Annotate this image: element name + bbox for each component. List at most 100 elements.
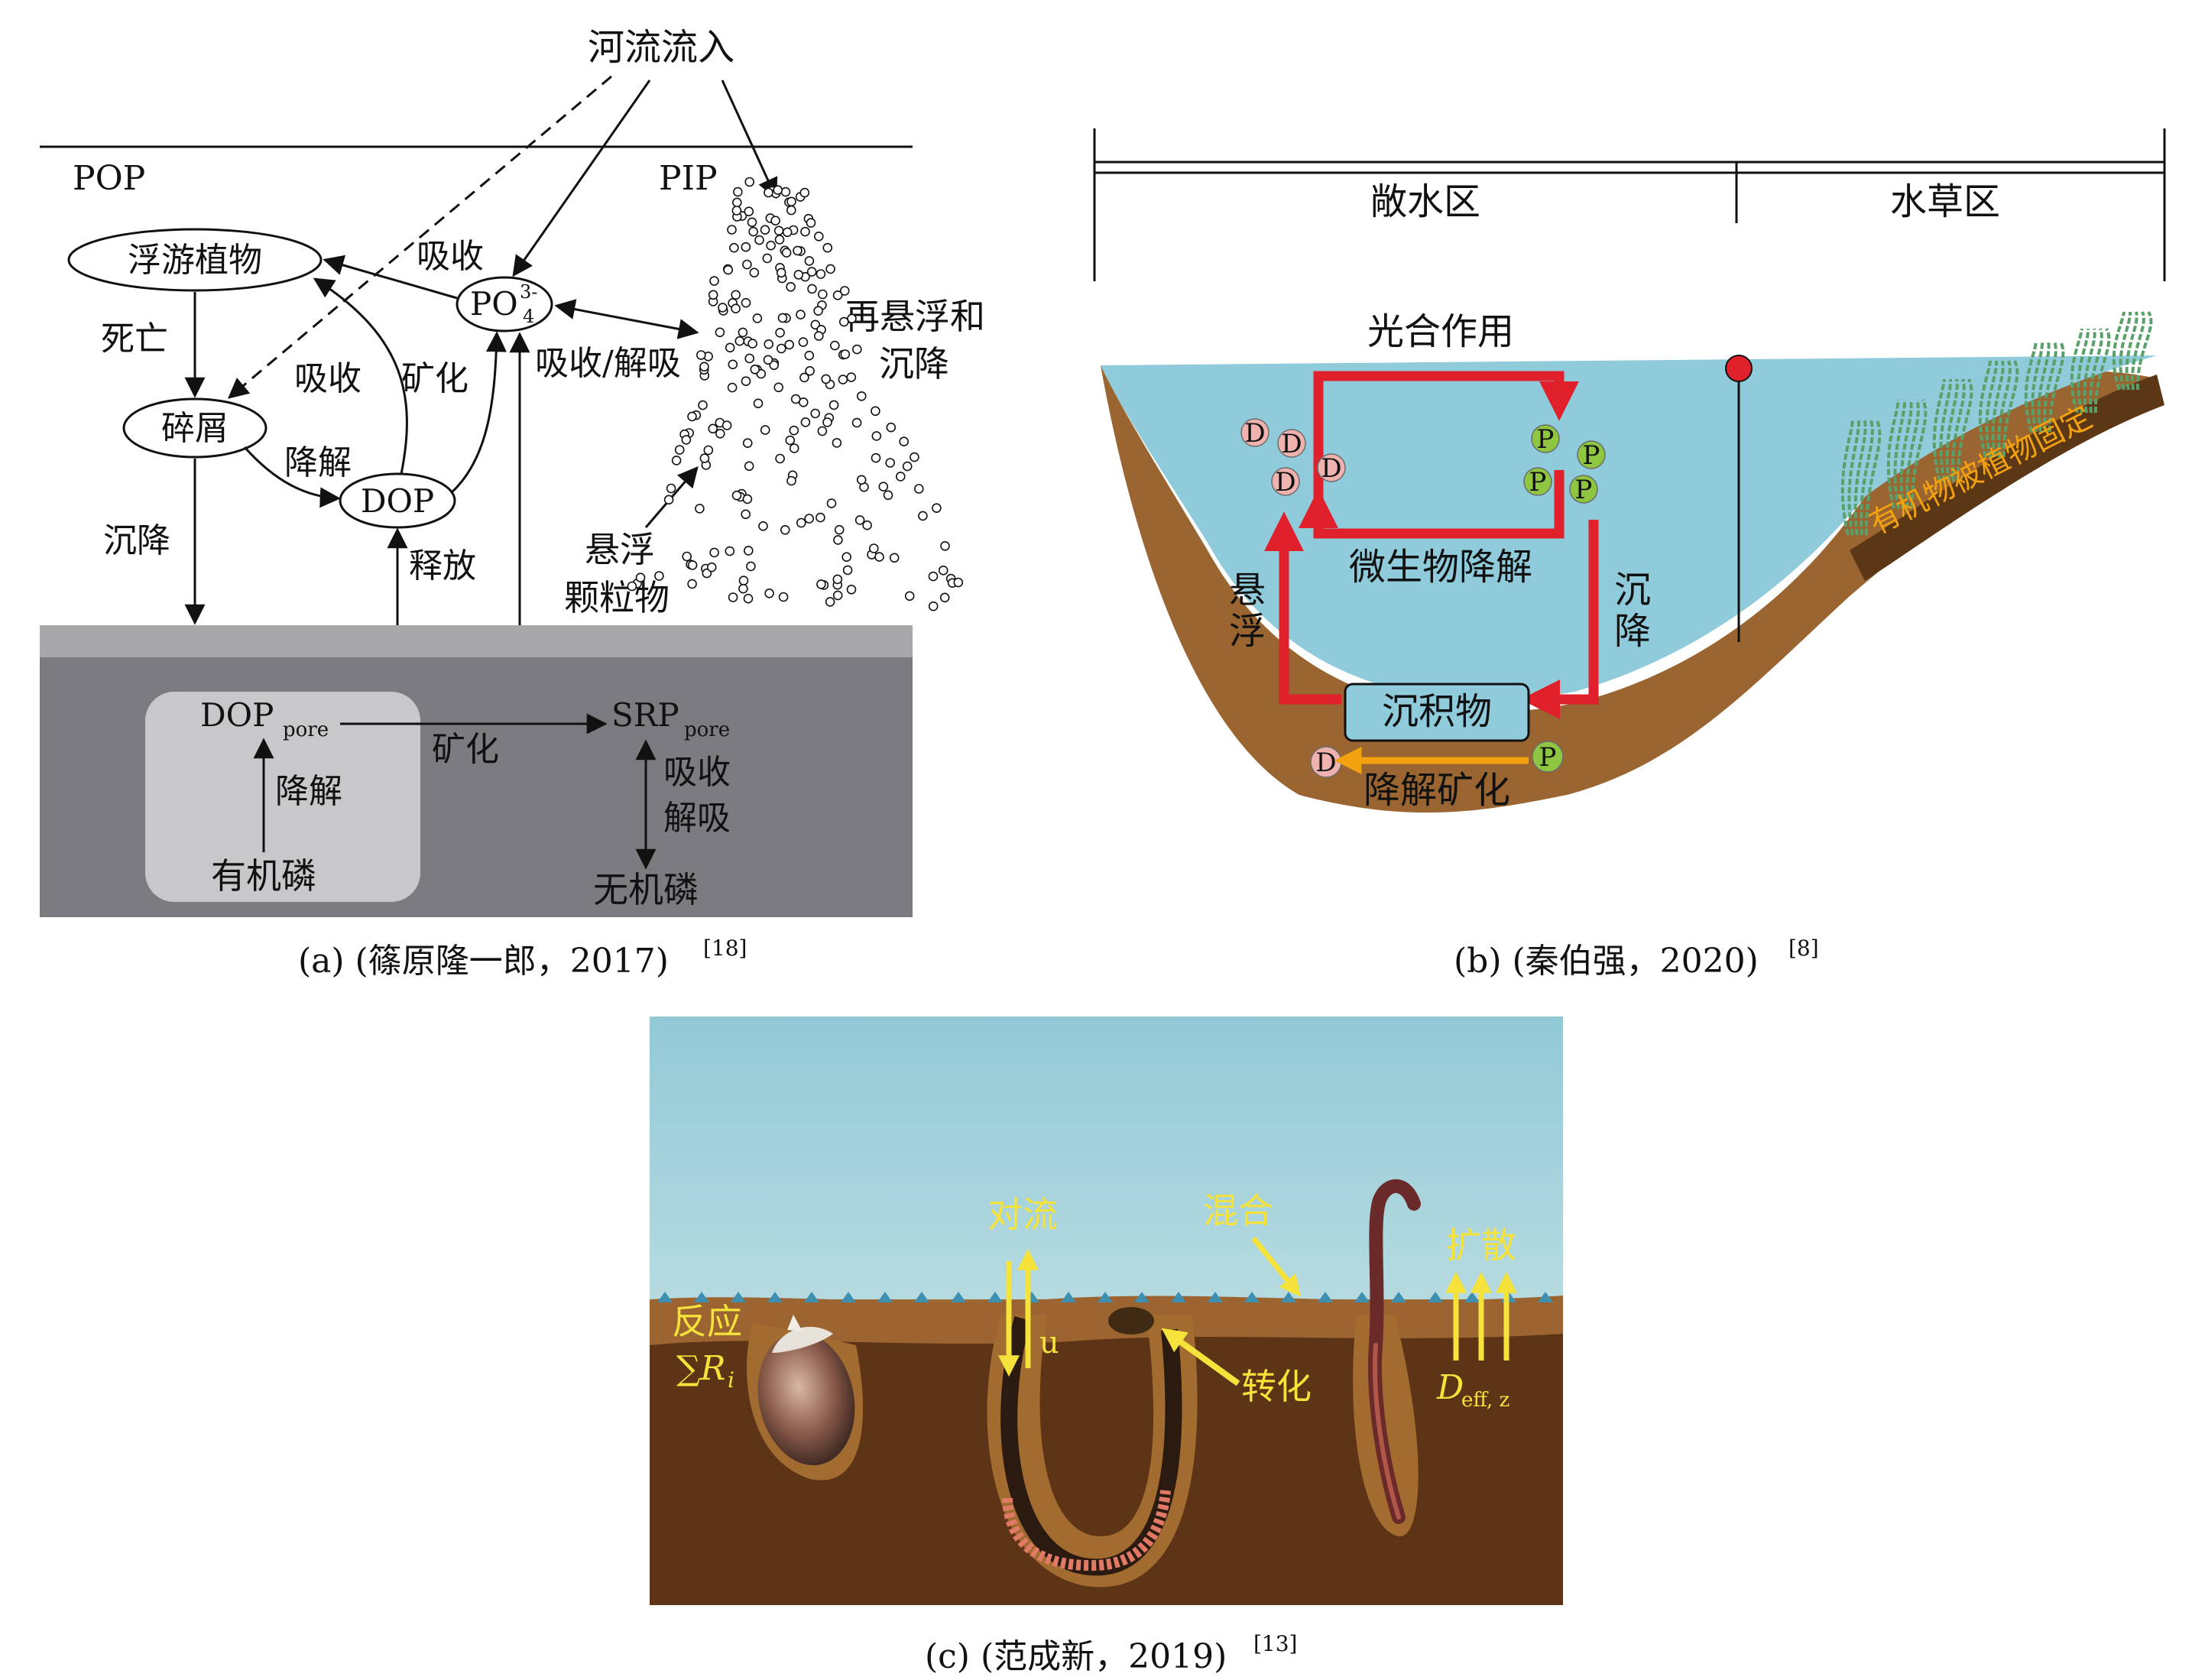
srp-pore-subscript: pore bbox=[684, 718, 730, 741]
d-particle-label: D bbox=[1281, 429, 1302, 459]
plant-stem bbox=[1939, 378, 1953, 482]
plant-stem bbox=[1886, 399, 1900, 509]
particle bbox=[762, 253, 773, 264]
surface-organism bbox=[841, 1292, 856, 1302]
particle bbox=[834, 524, 845, 535]
mixing-label: 混合 bbox=[1203, 1190, 1273, 1231]
particle bbox=[938, 565, 948, 576]
particle bbox=[789, 443, 799, 453]
panel-b-caption-ref: [8] bbox=[1788, 936, 1819, 961]
particle bbox=[806, 267, 817, 277]
resuspension-line2: 沉降 bbox=[879, 343, 949, 384]
d-particle-circle bbox=[1277, 429, 1306, 458]
mixing-arrow bbox=[1251, 1236, 1302, 1297]
panel-a: 河流流入 POP PIP 浮游植物 PO 3- 4 碎屑 DOP 吸收 再悬浮和… bbox=[40, 26, 985, 981]
surface-organism bbox=[1391, 1292, 1406, 1302]
plant-stem bbox=[1991, 360, 2005, 458]
dop-pore-subscript: pore bbox=[283, 718, 329, 741]
p-particle-circle bbox=[1523, 467, 1552, 496]
particle bbox=[846, 372, 857, 382]
surface-sediment-band-2 bbox=[650, 1296, 1563, 1345]
plant-stem bbox=[2112, 311, 2126, 391]
panel-b-caption-text: (b) (秦伯强，2020) bbox=[1454, 942, 1759, 981]
particle bbox=[828, 400, 839, 410]
particle bbox=[940, 540, 950, 551]
particle bbox=[746, 561, 756, 572]
particle bbox=[786, 475, 796, 486]
u-burrow-tube bbox=[1000, 1316, 1182, 1576]
particle bbox=[635, 572, 646, 583]
p-sediment-circle bbox=[1532, 741, 1564, 773]
particle bbox=[741, 376, 751, 387]
particle bbox=[902, 461, 913, 472]
particle bbox=[776, 343, 786, 354]
particle bbox=[885, 458, 895, 468]
sum-r-label: ∑R bbox=[676, 1349, 726, 1388]
particle bbox=[775, 453, 785, 464]
plant-stem bbox=[1864, 420, 1882, 536]
p-particle-label: P bbox=[1583, 440, 1600, 471]
degrade-pore-label: 降解 bbox=[275, 772, 342, 811]
p-sediment-label: P bbox=[1539, 742, 1557, 773]
particle bbox=[821, 374, 831, 384]
particle bbox=[747, 339, 757, 349]
particle bbox=[832, 290, 843, 300]
particle bbox=[813, 306, 823, 316]
panel-c: 对流 u 混合 转化 扩散 D eff, z 反应 ∑R i (c) (范成新，… bbox=[650, 1017, 1563, 1676]
particle bbox=[869, 543, 879, 553]
particle bbox=[841, 552, 851, 563]
p-particle-circle bbox=[1531, 424, 1560, 453]
particle bbox=[842, 565, 853, 576]
microbial-degradation-label: 微生物降解 bbox=[1349, 546, 1532, 589]
shore-mud bbox=[1850, 375, 2164, 581]
particle bbox=[784, 339, 794, 350]
particle bbox=[742, 438, 753, 449]
surface-organism bbox=[914, 1292, 929, 1302]
particle bbox=[793, 245, 803, 256]
surface-organisms bbox=[657, 1292, 1553, 1302]
aquatic-plants bbox=[1840, 310, 2153, 536]
particle bbox=[852, 344, 862, 355]
po4-subscript: 4 bbox=[523, 306, 534, 327]
sediment-box bbox=[1344, 683, 1530, 742]
plant-stem bbox=[2125, 311, 2138, 391]
d-eff-subscript: eff, z bbox=[1461, 1389, 1509, 1412]
particle bbox=[738, 583, 748, 594]
particle bbox=[851, 417, 862, 428]
dop-to-phyto-arrow bbox=[313, 277, 408, 475]
particle bbox=[681, 435, 692, 445]
particle bbox=[786, 281, 796, 292]
particle bbox=[839, 286, 850, 296]
desorb-pore-label: 解吸 bbox=[663, 799, 731, 838]
particle bbox=[789, 425, 799, 436]
particle bbox=[798, 337, 809, 347]
particle bbox=[889, 553, 900, 563]
particle bbox=[899, 436, 909, 447]
particle bbox=[764, 588, 774, 598]
particle bbox=[810, 408, 820, 419]
particle bbox=[785, 435, 796, 446]
particle bbox=[729, 242, 739, 253]
plant-stem bbox=[2093, 327, 2111, 414]
u-label: u bbox=[1039, 1325, 1059, 1361]
particle bbox=[886, 422, 897, 433]
surface-organism bbox=[767, 1292, 783, 1302]
panel-c-caption-text: (c) (范成新，2019) bbox=[925, 1637, 1227, 1676]
particle bbox=[839, 316, 849, 327]
panel-a-caption-ref: [18] bbox=[703, 936, 747, 961]
river-to-detritus-dashed-arrow bbox=[227, 75, 612, 399]
river-inflow-label: 河流流入 bbox=[588, 26, 734, 69]
suspend-arrow bbox=[1264, 511, 1341, 705]
particle bbox=[654, 571, 664, 581]
mineralize-pore-label: 矿化 bbox=[432, 730, 499, 769]
detritus-to-dop-arrow bbox=[243, 446, 341, 508]
particle bbox=[854, 515, 865, 525]
u-burrow-halo bbox=[987, 1315, 1198, 1588]
particle bbox=[727, 382, 738, 393]
particle bbox=[896, 472, 906, 482]
particle bbox=[822, 417, 832, 427]
dop-pore-label: DOP bbox=[200, 696, 274, 734]
srp-pore-base: SRP bbox=[611, 696, 679, 734]
particle bbox=[904, 591, 915, 602]
